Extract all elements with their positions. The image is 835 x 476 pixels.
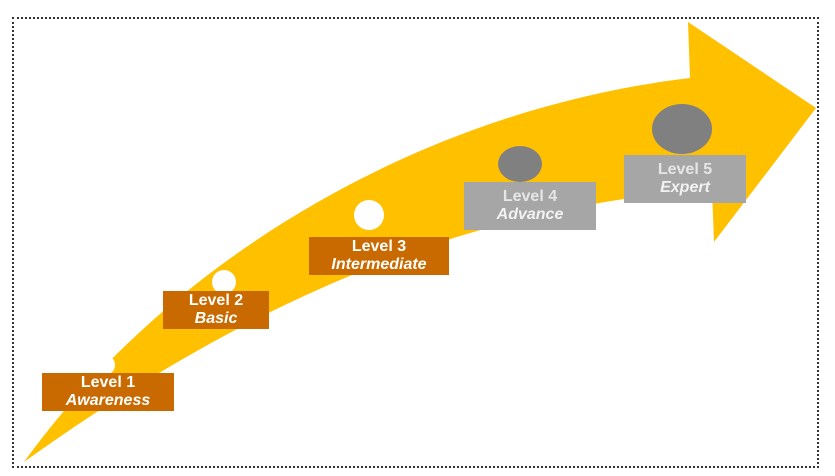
level-3-name: Intermediate xyxy=(331,256,427,273)
level-1-marker xyxy=(95,355,115,375)
level-5-title: Level 5 xyxy=(657,161,713,178)
level-4-label: Level 4 Advance xyxy=(464,182,596,230)
level-2-label: Level 2 Basic xyxy=(163,291,269,329)
level-5-label: Level 5 Expert xyxy=(624,155,746,203)
level-3-marker xyxy=(354,200,384,230)
level-1-label: Level 1 Awareness xyxy=(42,373,174,411)
diagram-frame xyxy=(12,17,819,468)
level-2-marker xyxy=(212,270,236,294)
level-2-name: Basic xyxy=(194,310,238,327)
level-3-label: Level 3 Intermediate xyxy=(309,237,449,275)
level-4-title: Level 4 xyxy=(502,188,558,205)
level-5-marker xyxy=(652,104,712,154)
level-5-name: Expert xyxy=(660,179,710,196)
level-1-title: Level 1 xyxy=(80,374,136,391)
level-2-title: Level 2 xyxy=(188,292,244,309)
level-3-title: Level 3 xyxy=(351,238,407,255)
level-1-name: Awareness xyxy=(65,392,151,409)
level-4-marker xyxy=(498,146,542,182)
level-4-name: Advance xyxy=(496,206,564,223)
